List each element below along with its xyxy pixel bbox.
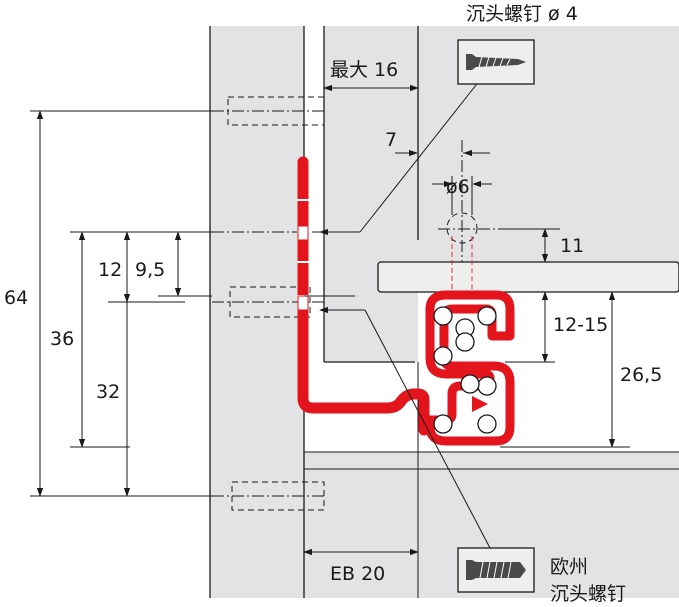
dim-26-5: 26,5 <box>620 364 662 386</box>
dim-32: 32 <box>96 381 120 403</box>
hidden-screw-hole-middle <box>212 231 324 318</box>
drawer-bottom-board <box>377 261 679 293</box>
euro-screw-label-line1: 欧州 <box>550 556 588 578</box>
dim-diameter-6: ø6 <box>446 176 470 198</box>
runner-profile <box>425 290 515 446</box>
hidden-screw-hole-bottom <box>212 481 325 511</box>
drawer-front-region <box>418 26 679 264</box>
dim-12: 12 <box>98 259 122 281</box>
hidden-screw-hole-top <box>212 96 325 126</box>
dim-36: 36 <box>50 328 74 350</box>
dim-64: 64 <box>4 287 28 309</box>
countersunk-screw-icon <box>457 39 535 85</box>
dim-7: 7 <box>385 129 397 151</box>
dim-eb-20: EB 20 <box>330 563 385 585</box>
euro-screw-icon <box>457 547 535 593</box>
dim-max-16: 最大 16 <box>330 59 398 81</box>
cabinet-side-panel <box>210 26 304 598</box>
dim-12-15: 12-15 <box>553 314 608 336</box>
dim-9-5: 9,5 <box>135 259 165 281</box>
drawer-side-panel <box>324 26 418 362</box>
cabinet-rail-profile <box>297 156 430 436</box>
dim-11: 11 <box>560 235 584 257</box>
countersunk-screw-label: 沉头螺钉 ø 4 <box>466 3 578 25</box>
euro-screw-label-line2: 沉头螺钉 <box>550 583 626 605</box>
